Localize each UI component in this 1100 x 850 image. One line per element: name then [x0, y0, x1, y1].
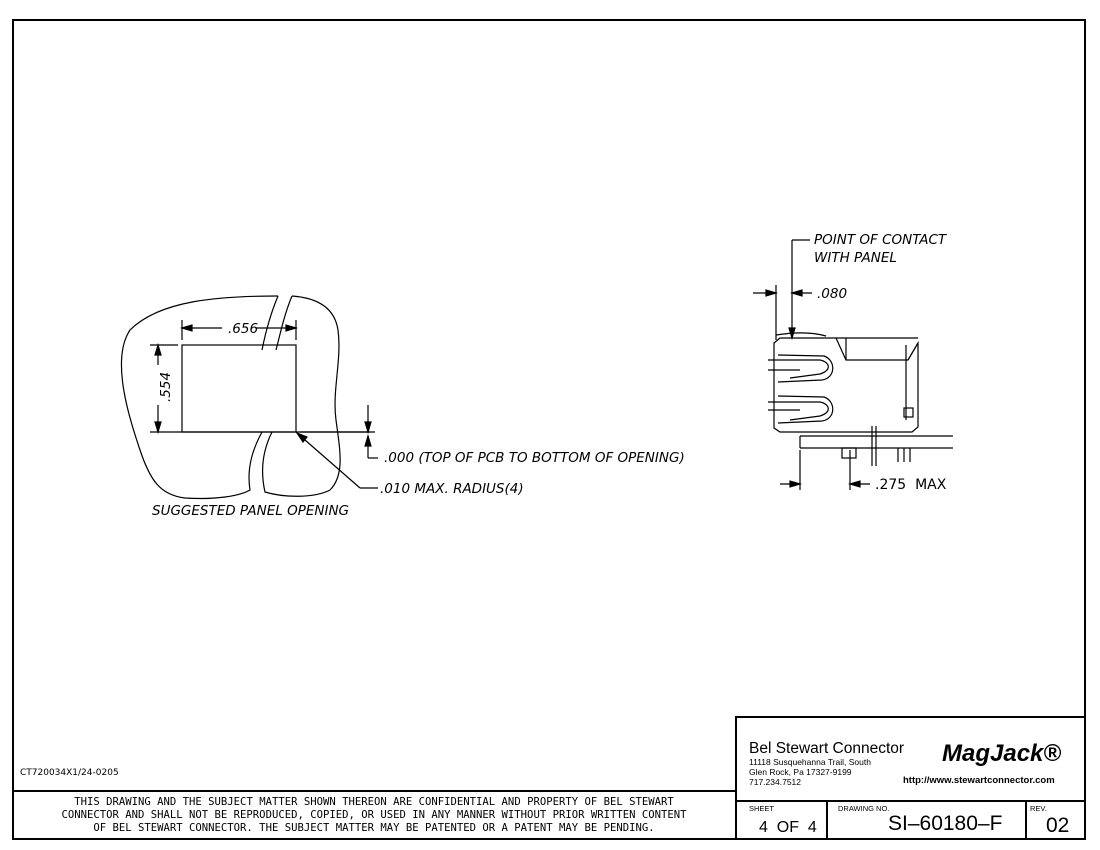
- confidential-line-3: OF BEL STEWART CONNECTOR. THE SUBJECT MA…: [93, 822, 654, 834]
- panel-outline-right: [262, 295, 341, 497]
- title-block: [735, 716, 1086, 840]
- contact-dimension: .080: [817, 286, 847, 302]
- drawing-no-label: DRAWING NO.: [838, 804, 889, 813]
- contact-note-line1: POINT OF CONTACT: [814, 232, 948, 248]
- company-name: Bel Stewart Connector: [749, 740, 904, 757]
- height-dimension: .554: [158, 372, 174, 402]
- magjack-logo: MagJack®: [942, 740, 1061, 767]
- width-dimension: .656: [228, 321, 258, 337]
- drawing-number: SI–60180–F: [888, 812, 1002, 835]
- connector-side-view: [753, 239, 953, 490]
- panel-caption: SUGGESTED PANEL OPENING: [152, 503, 349, 519]
- panel-break-top-left: [261, 295, 279, 351]
- rev-label: REV.: [1030, 804, 1047, 813]
- panel-opening-view: [120, 295, 378, 500]
- max-dimension: .275 MAX: [875, 477, 947, 493]
- confidential-line-1: THIS DRAWING AND THE SUBJECT MATTER SHOW…: [74, 796, 674, 808]
- rev-value: 02: [1046, 814, 1069, 837]
- company-address-2: Glen Rock, Pa 17327-9199: [749, 767, 852, 777]
- contact-note-line2: WITH PANEL: [814, 250, 897, 266]
- confidential-line-2: CONNECTOR AND SHALL NOT BE REPRODUCED, C…: [61, 809, 687, 821]
- panel-opening-rect: [181, 344, 297, 433]
- company-url: http://www.stewartconnector.com: [903, 775, 1055, 786]
- company-address-1: 11118 Susquehanna Trail, South: [749, 757, 871, 767]
- sheet-border: [12, 19, 1086, 840]
- sheet-value: 4 OF 4: [759, 819, 817, 836]
- panel-outline-left: [120, 295, 279, 500]
- company-phone: 717.234.7512: [749, 777, 801, 787]
- document-code: CT720034X1/24-0205: [20, 768, 119, 778]
- radius-note: .010 MAX. RADIUS(4): [380, 481, 524, 497]
- offset-dimension: .000 (TOP OF PCB TO BOTTOM OF OPENING): [384, 450, 685, 466]
- sheet-label: SHEET: [749, 804, 774, 813]
- panel-break-top-right: [275, 295, 293, 351]
